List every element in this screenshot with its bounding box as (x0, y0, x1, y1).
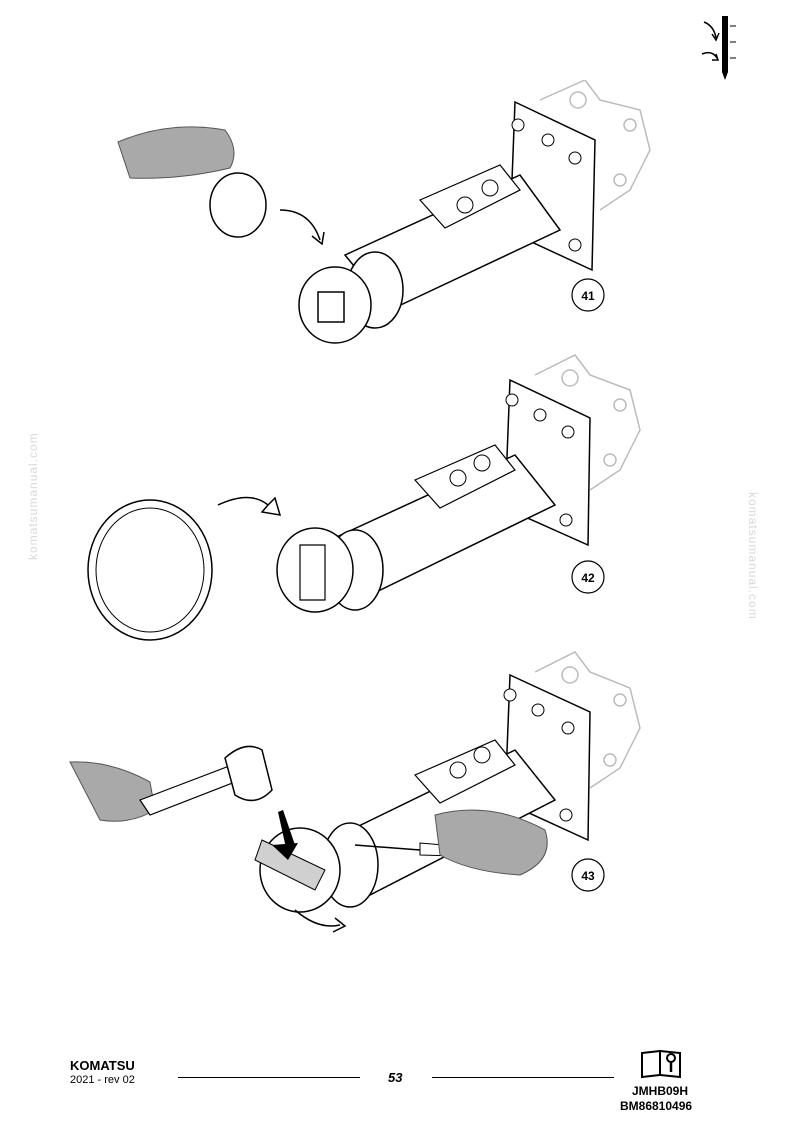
manual-book-icon (641, 1049, 681, 1079)
footer-rule-left (178, 1077, 360, 1078)
footer-brand: KOMATSU (70, 1058, 135, 1073)
figure-42: 42 (0, 352, 794, 650)
figure-43: 43 (0, 650, 794, 950)
hammer-section-icon (701, 16, 736, 80)
figure-41-number: 41 (581, 289, 595, 303)
figure-42-number: 42 (581, 571, 595, 585)
part-number: BM86810496 (620, 1099, 693, 1113)
figure-43-illustration: 43 (69, 651, 641, 933)
figure-43-number: 43 (581, 869, 595, 883)
document-code: JMHB09H (632, 1084, 689, 1098)
figure-41-illustration: 41 (117, 79, 651, 344)
footer-revision: 2021 - rev 02 (70, 1074, 135, 1086)
figure-42-illustration: 42 (87, 354, 641, 641)
footer-rule-right (432, 1077, 614, 1078)
page-number: 53 (388, 1070, 403, 1085)
figure-41: 41 (0, 79, 794, 350)
